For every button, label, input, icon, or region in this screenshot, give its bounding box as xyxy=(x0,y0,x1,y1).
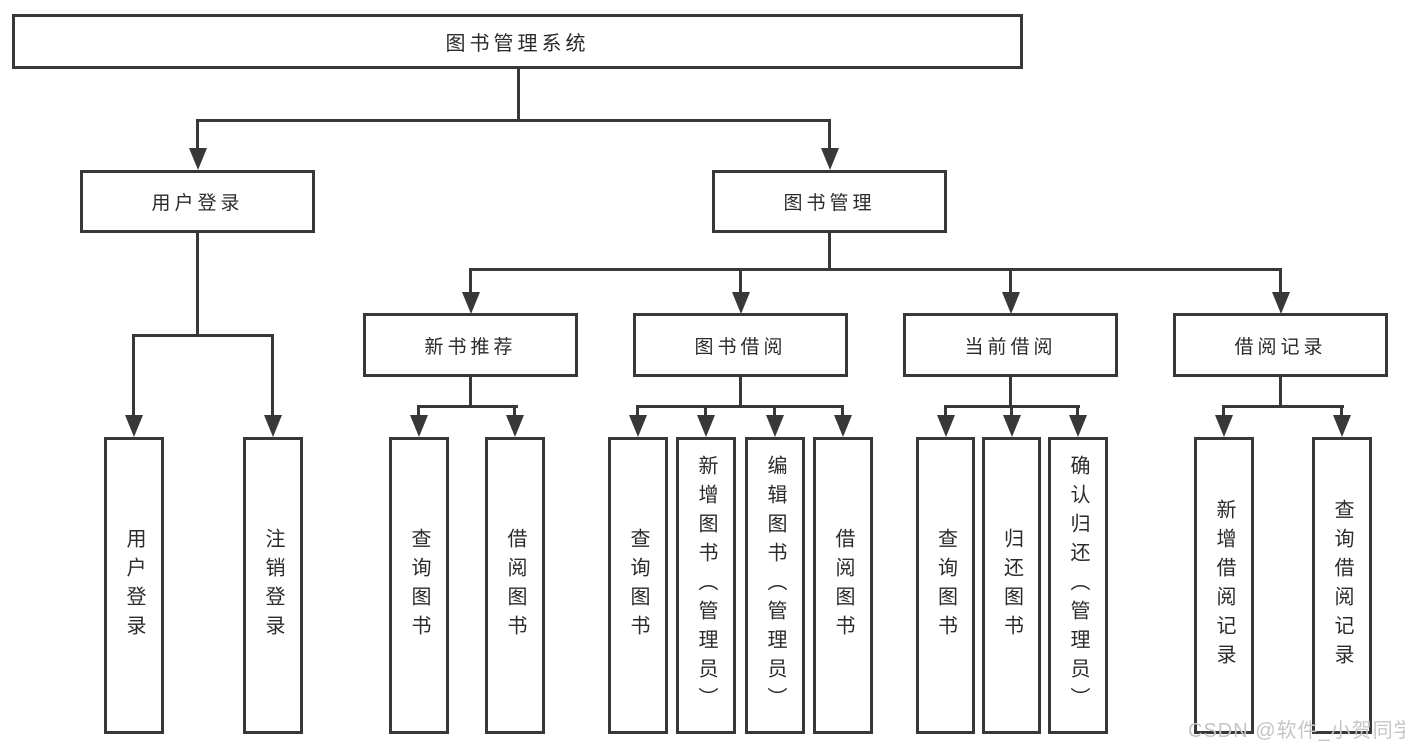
watermark-text: CSDN @软件_小贺同学 xyxy=(1188,720,1405,742)
connector-level2-bar xyxy=(469,268,1282,271)
node-book-management: 图书管理 xyxy=(712,170,947,233)
leaf-add-book-admin-label: 新增图书（管理员） xyxy=(695,455,717,716)
connector-level1-bar xyxy=(196,119,831,122)
connector-bb-bar xyxy=(636,405,844,408)
arrow-bb-1 xyxy=(629,415,647,437)
arrow-cb-1 xyxy=(937,415,955,437)
connector-drop-book-borrowing xyxy=(739,268,742,292)
connector-nbr-bar xyxy=(417,405,518,408)
leaf-user-login: 用户登录 xyxy=(104,437,164,734)
arrow-to-leaf-user-login xyxy=(125,415,143,437)
leaf-edit-book-admin: 编辑图书（管理员） xyxy=(745,437,805,734)
connector-nbr-drop-1 xyxy=(417,405,420,417)
leaf-add-borrow-record: 新增借阅记录 xyxy=(1194,437,1254,734)
leaf-borrow-books-recommend: 借阅图书 xyxy=(485,437,545,734)
connector-user-login-bar xyxy=(132,334,274,337)
connector-bb-drop-1 xyxy=(636,405,639,417)
arrow-bb-3 xyxy=(766,415,784,437)
arrow-to-leaf-logout xyxy=(264,415,282,437)
node-user-login: 用户登录 xyxy=(80,170,315,233)
arrow-br-2 xyxy=(1333,415,1351,437)
leaf-query-books-borrowing-label: 查询图书 xyxy=(627,527,649,644)
leaf-add-book-admin: 新增图书（管理员） xyxy=(676,437,736,734)
leaf-logout: 注销登录 xyxy=(243,437,303,734)
connector-bb-drop-2 xyxy=(704,405,707,417)
connector-cb-drop-3 xyxy=(1076,405,1079,417)
arrow-cb-2 xyxy=(1003,415,1021,437)
arrow-br-1 xyxy=(1215,415,1233,437)
connector-root-stem xyxy=(517,68,520,120)
leaf-borrow-books-borrowing-label: 借阅图书 xyxy=(832,527,854,644)
connector-cb-drop-2 xyxy=(1010,405,1013,417)
leaf-add-borrow-record-label: 新增借阅记录 xyxy=(1213,498,1235,673)
connector-cb-stem xyxy=(1009,375,1012,407)
leaf-confirm-return-admin: 确认归还（管理员） xyxy=(1048,437,1108,734)
connector-nbr-stem xyxy=(469,375,472,407)
leaf-return-books-label: 归还图书 xyxy=(1000,527,1023,644)
connector-nbr-drop-2 xyxy=(513,405,516,417)
leaf-query-borrow-record-label: 查询借阅记录 xyxy=(1331,498,1353,673)
leaf-query-books-recommend-label: 查询图书 xyxy=(408,527,430,644)
connector-drop-book-management xyxy=(828,119,831,148)
arrow-to-book-management xyxy=(821,148,839,170)
connector-drop-borrowing-records xyxy=(1279,268,1282,292)
arrow-bb-4 xyxy=(834,415,852,437)
connector-bb-drop-4 xyxy=(841,405,844,417)
arrow-to-user-login xyxy=(189,148,207,170)
node-current-borrowing: 当前借阅 xyxy=(903,313,1118,377)
leaf-user-login-label: 用户登录 xyxy=(123,527,145,644)
node-new-book-recommendation: 新书推荐 xyxy=(363,313,578,377)
arrow-to-current-borrowing xyxy=(1002,292,1020,314)
arrow-nbr-2 xyxy=(506,415,524,437)
leaf-return-books: 归还图书 xyxy=(982,437,1041,734)
node-library-management-system: 图书管理系统 xyxy=(12,14,1023,69)
leaf-query-books-current: 查询图书 xyxy=(916,437,975,734)
connector-br-bar xyxy=(1222,405,1344,408)
connector-user-login-stem xyxy=(196,232,199,335)
connector-cb-drop-1 xyxy=(944,405,947,417)
connector-bb-drop-3 xyxy=(773,405,776,417)
connector-br-drop-2 xyxy=(1340,405,1343,417)
arrow-to-new-book-rec xyxy=(462,292,480,314)
connector-drop-current-borrowing xyxy=(1009,268,1012,292)
connector-drop-leaf-logout xyxy=(271,334,274,415)
leaf-logout-label: 注销登录 xyxy=(262,527,284,644)
leaf-borrow-books-recommend-label: 借阅图书 xyxy=(504,527,526,644)
leaf-query-books-borrowing: 查询图书 xyxy=(608,437,668,734)
connector-br-drop-1 xyxy=(1222,405,1225,417)
connector-book-management-stem xyxy=(828,232,831,270)
arrow-to-book-borrowing xyxy=(732,292,750,314)
connector-drop-user-login xyxy=(196,119,199,148)
leaf-borrow-books-borrowing: 借阅图书 xyxy=(813,437,873,734)
leaf-query-borrow-record: 查询借阅记录 xyxy=(1312,437,1372,734)
connector-bb-stem xyxy=(739,375,742,407)
arrow-bb-2 xyxy=(697,415,715,437)
arrow-nbr-1 xyxy=(410,415,428,437)
node-borrowing-records: 借阅记录 xyxy=(1173,313,1388,377)
connector-drop-new-book-rec xyxy=(469,268,472,292)
leaf-edit-book-admin-label: 编辑图书（管理员） xyxy=(764,455,786,716)
node-book-borrowing: 图书借阅 xyxy=(633,313,848,377)
arrow-cb-3 xyxy=(1069,415,1087,437)
arrow-to-borrowing-records xyxy=(1272,292,1290,314)
leaf-query-books-recommend: 查询图书 xyxy=(389,437,449,734)
connector-br-stem xyxy=(1279,375,1282,407)
leaf-query-books-current-label: 查询图书 xyxy=(934,527,957,644)
leaf-confirm-return-admin-label: 确认归还（管理员） xyxy=(1067,455,1089,716)
connector-drop-leaf-user-login xyxy=(132,334,135,415)
